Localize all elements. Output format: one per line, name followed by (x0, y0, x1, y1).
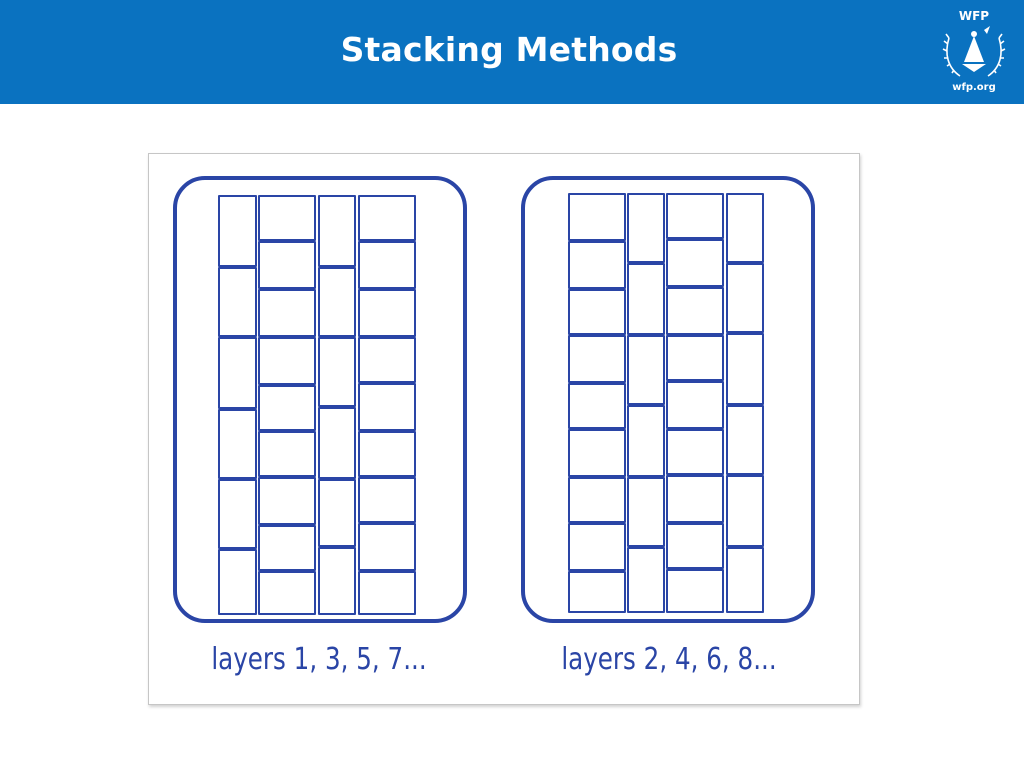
wfp-emblem-icon (942, 26, 1006, 77)
wfp-logo: WFP wfp.org (934, 6, 1014, 98)
stacking-drawing (173, 176, 815, 623)
caption-odd-layers: layers 1, 3, 5, 7... (211, 642, 427, 677)
logo-top-text: WFP (958, 9, 990, 23)
panel-frame-left (173, 176, 467, 623)
page-title: Stacking Methods (340, 30, 678, 69)
stacking-diagram: layers 1, 3, 5, 7... layers 2, 4, 6, 8..… (148, 153, 860, 705)
caption-even-layers: layers 2, 4, 6, 8... (561, 642, 777, 677)
header-bar: Stacking Methods WFP wfp.org (0, 0, 1024, 104)
panel-frame-right (521, 176, 815, 623)
logo-bottom-text: wfp.org (952, 82, 996, 93)
